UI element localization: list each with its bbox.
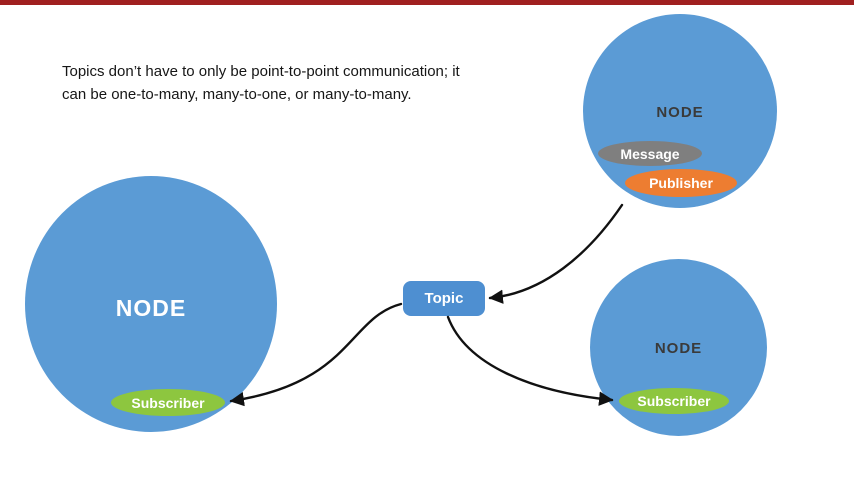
message-label: Message	[620, 145, 680, 162]
arrow-topic-to-right-subscriber	[446, 315, 614, 406]
topic-label: Topic	[424, 290, 464, 307]
subscriber-pill-left: Subscriber	[111, 389, 225, 416]
caption-line-2: can be one-to-many, many-to-one, or many…	[62, 86, 412, 103]
node-label-top-right: NODE	[656, 104, 704, 121]
publisher-label: Publisher	[649, 175, 713, 191]
arrow-publisher-to-topic	[488, 203, 624, 304]
message-pill: Message	[598, 141, 702, 166]
caption-text: Topics don’t have to only be point-to-po…	[62, 60, 460, 106]
subscriber-pill-bottom-right: Subscriber	[619, 388, 729, 414]
publisher-pill: Publisher	[625, 169, 737, 197]
node-label-bottom-right: NODE	[654, 340, 703, 357]
caption-line-1: Topics don’t have to only be point-to-po…	[62, 63, 460, 80]
top-accent-bar	[0, 0, 854, 5]
subscriber-label-left: Subscriber	[131, 394, 205, 411]
topic-box: Topic	[403, 281, 485, 316]
node-label-left: NODE	[115, 295, 187, 321]
subscriber-label-bottom-right: Subscriber	[637, 393, 711, 409]
